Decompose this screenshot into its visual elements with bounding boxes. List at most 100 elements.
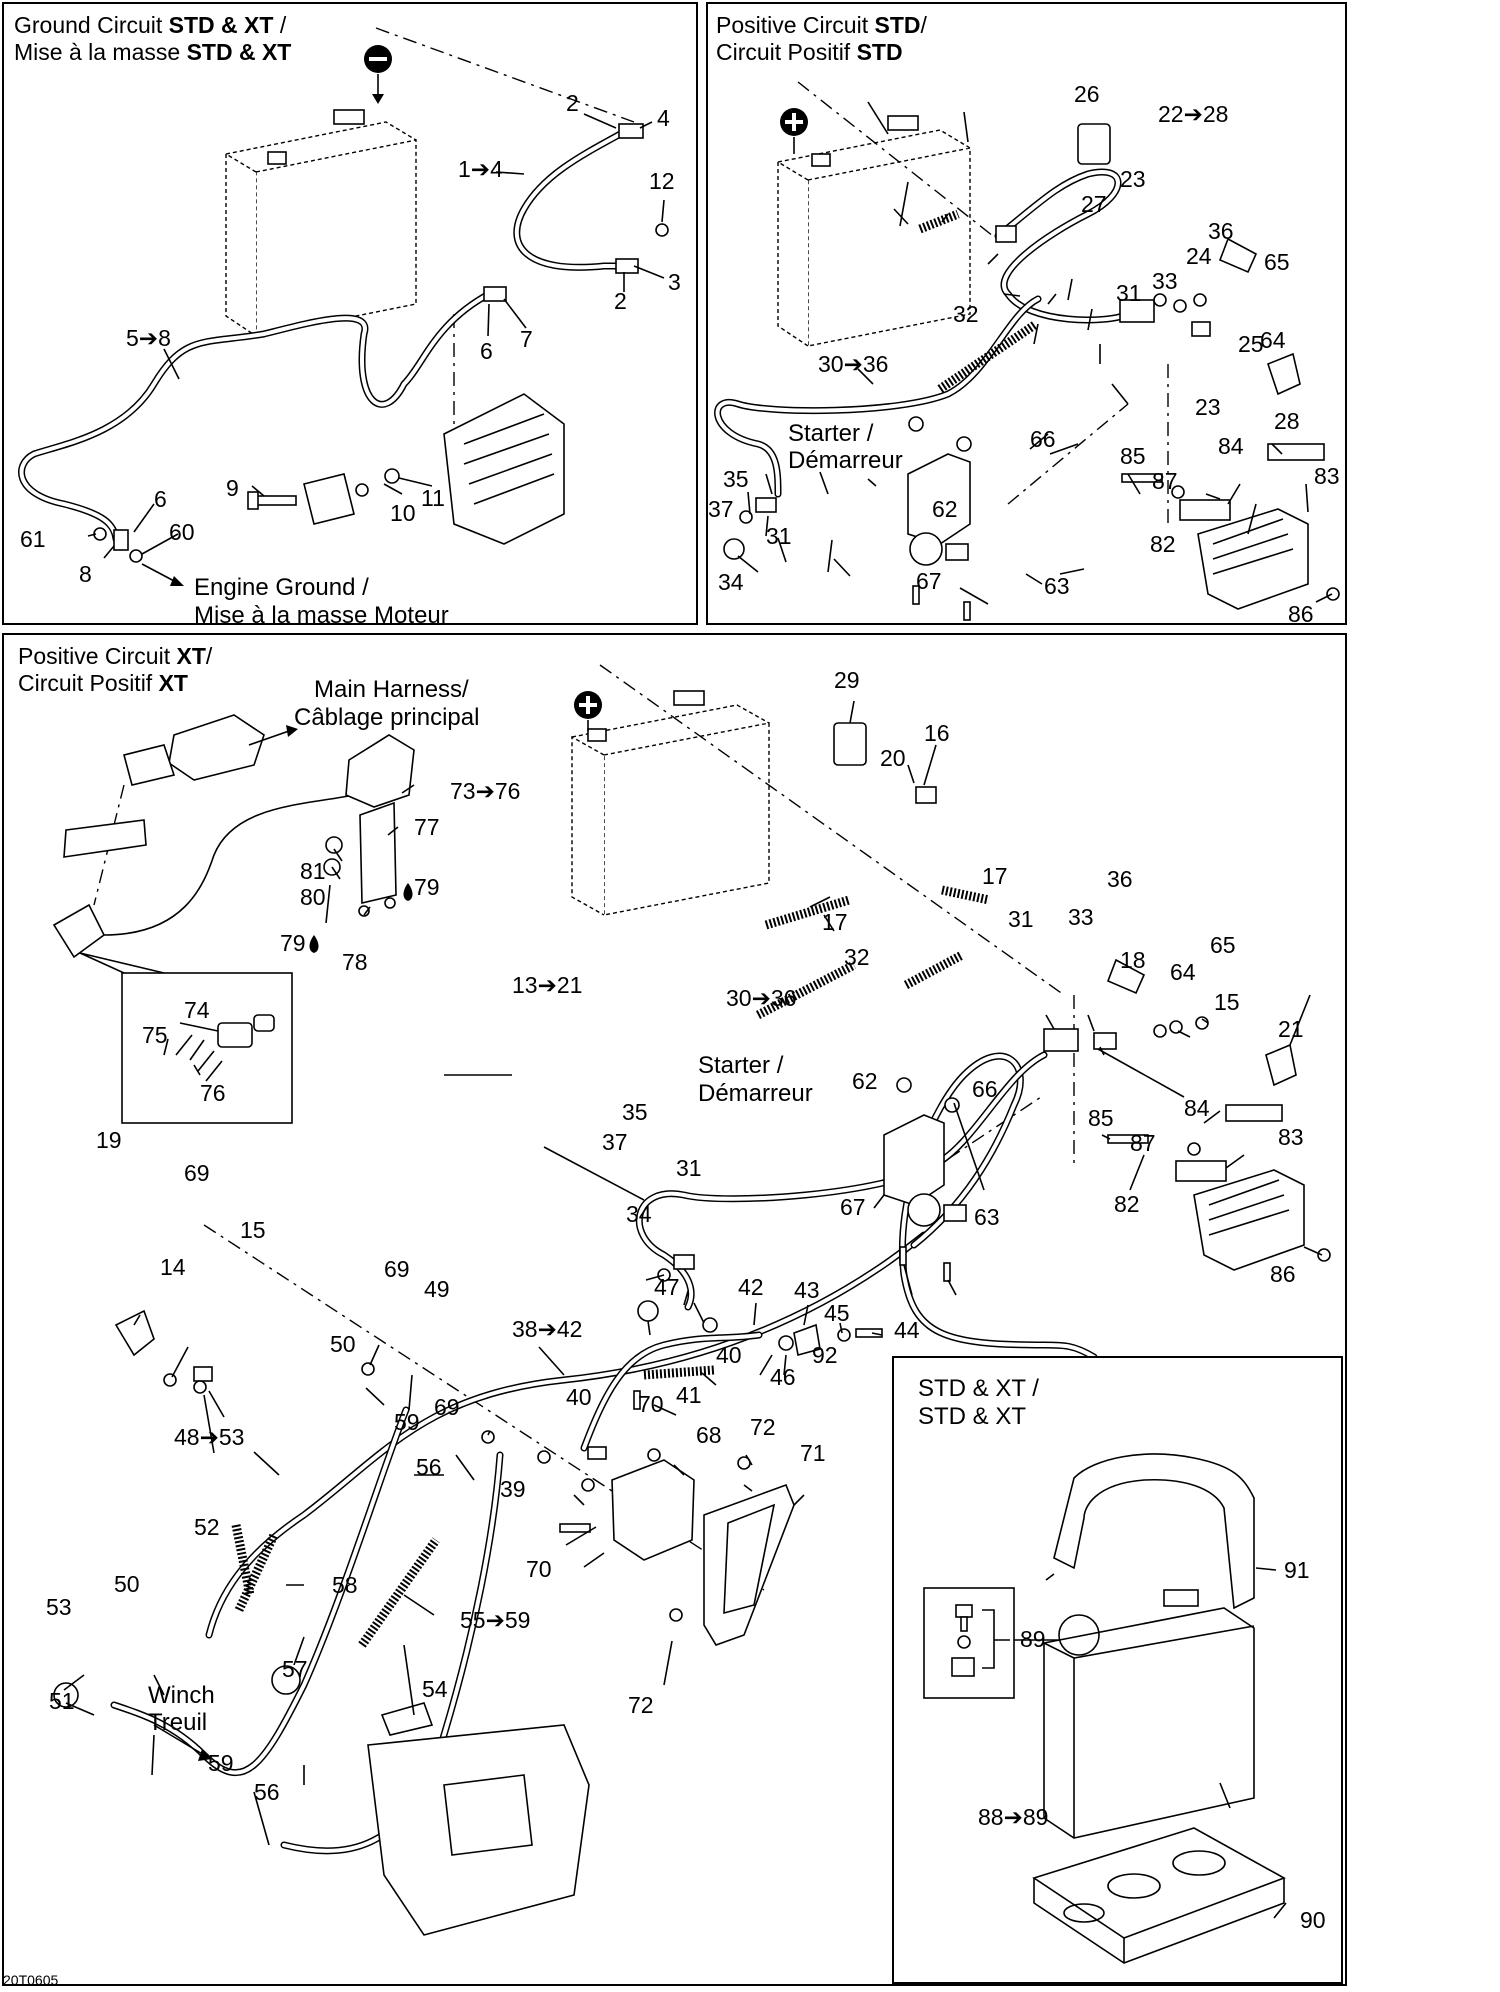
callout-17b: 17 (822, 909, 848, 935)
callout-77: 77 (414, 814, 440, 840)
callout-67: 67 (916, 568, 942, 594)
document-reference: 20T0605 (3, 1972, 59, 1988)
callout-40b: 40 (566, 1384, 592, 1410)
callout-5-8: 5➔8 (126, 325, 171, 351)
callout-12: 12 (649, 168, 675, 194)
callout-60: 60 (169, 519, 195, 545)
ground-panel-title: Ground Circuit STD & XT / Mise à la mass… (14, 12, 292, 65)
callout-50b: 50 (114, 1571, 140, 1597)
callout-29: 29 (834, 667, 860, 693)
callout-50: 50 (330, 1331, 356, 1357)
callout-70b: 70 (526, 1556, 552, 1582)
callout-78: 78 (342, 949, 368, 975)
callout-39: 39 (500, 1476, 526, 1502)
pos-xt-panel-title: Positive Circuit XT/ Circuit Positif XT (18, 643, 213, 696)
callout-23: 23 (1120, 166, 1146, 192)
callout-86: 86 (1288, 601, 1314, 627)
callout-84: 84 (1184, 1095, 1210, 1121)
starter-label-fr: Démarreur (788, 447, 903, 474)
callout-35: 35 (723, 466, 749, 492)
pos-xt-diagram: 29 16 20 73➔76 77 81 79 80 79 78 17 17 3… (46, 664, 1331, 1936)
callout-59: 59 (394, 1409, 420, 1435)
callout-51: 51 (49, 1688, 75, 1714)
callout-64: 64 (1170, 959, 1196, 985)
winch-label: Winch (148, 1682, 215, 1709)
callout-41: 41 (676, 1382, 702, 1408)
callout-57: 57 (282, 1656, 308, 1682)
callout-66: 66 (1030, 426, 1056, 452)
callout-75: 75 (142, 1022, 168, 1048)
callout-56: 56 (416, 1454, 442, 1480)
main-harness (52, 714, 355, 959)
callout-23b: 23 (1195, 394, 1221, 420)
callout-3: 3 (668, 269, 681, 295)
callout-2: 2 (566, 90, 579, 116)
callout-55-59: 55➔59 (460, 1607, 530, 1633)
callout-91: 91 (1284, 1557, 1310, 1583)
callout-9: 9 (226, 475, 239, 501)
callout-48-53: 48➔53 (174, 1424, 244, 1450)
callout-87: 87 (1130, 1130, 1156, 1156)
callout-21: 21 (1278, 1016, 1304, 1042)
callout-74: 74 (184, 997, 210, 1023)
callout-53: 53 (46, 1594, 72, 1620)
callout-85: 85 (1088, 1105, 1114, 1131)
callout-69: 69 (184, 1160, 210, 1186)
callout-32: 32 (953, 301, 979, 327)
callout-1-4: 1➔4 (458, 156, 503, 182)
callout-32: 32 (844, 944, 870, 970)
callout-62: 62 (932, 496, 958, 522)
callout-13-21: 13➔21 (512, 972, 582, 998)
callout-87: 87 (1152, 468, 1178, 494)
callout-83: 83 (1314, 463, 1340, 489)
callout-33: 33 (1068, 904, 1094, 930)
ground-circuit-diagram: 2 4 1➔4 12 3 2 7 6 5➔8 9 10 11 6 60 61 8… (18, 27, 681, 627)
callout-45: 45 (824, 1300, 850, 1326)
starter-label-xt: Starter / (698, 1052, 784, 1079)
callout-59b: 59 (208, 1750, 234, 1776)
callout-31b: 31 (676, 1155, 702, 1181)
callout-61: 61 (20, 526, 46, 552)
callout-31: 31 (1116, 280, 1142, 306)
callout-14: 14 (160, 1254, 186, 1280)
callout-58: 58 (332, 1572, 358, 1598)
callout-33: 33 (1152, 268, 1178, 294)
callout-71: 71 (800, 1440, 826, 1466)
callout-17: 17 (982, 863, 1008, 889)
starter-label-xt-fr: Démarreur (698, 1080, 813, 1107)
callout-63: 63 (1044, 573, 1070, 599)
callout-92: 92 (812, 1342, 838, 1368)
engine-block (443, 393, 565, 545)
callout-72: 72 (750, 1414, 776, 1440)
callout-49: 49 (424, 1276, 450, 1302)
callout-40: 40 (716, 1342, 742, 1368)
battery-panel-title-fr: STD & XT (918, 1403, 1026, 1430)
callout-56b: 56 (254, 1779, 280, 1805)
callout-88-89: 88➔89 (978, 1804, 1048, 1830)
callout-37: 37 (602, 1129, 628, 1155)
pos-std-panel-title: Positive Circuit STD/ Circuit Positif ST… (716, 12, 927, 65)
callout-26: 26 (1074, 81, 1100, 107)
callout-70: 70 (638, 1391, 664, 1417)
callout-6: 6 (480, 338, 493, 364)
grease-drop-icon (403, 883, 413, 901)
callout-27: 27 (1081, 191, 1107, 217)
callout-52: 52 (194, 1514, 220, 1540)
callout-42: 42 (738, 1274, 764, 1300)
callout-24: 24 (1186, 243, 1212, 269)
callout-79b: 79 (280, 930, 306, 956)
battery-ground (225, 109, 417, 337)
callout-10: 10 (390, 500, 416, 526)
callout-15b: 15 (240, 1217, 266, 1243)
callout-31: 31 (1008, 906, 1034, 932)
callout-54: 54 (422, 1676, 448, 1702)
callout-36: 36 (1107, 866, 1133, 892)
callout-44: 44 (894, 1317, 920, 1343)
callout-86: 86 (1270, 1261, 1296, 1287)
callout-64: 64 (1260, 327, 1286, 353)
callout-28: 28 (1274, 408, 1300, 434)
callout-37: 37 (708, 496, 734, 522)
callout-73-76: 73➔76 (450, 778, 520, 804)
callout-36: 36 (1208, 218, 1234, 244)
callout-4: 4 (657, 105, 670, 131)
